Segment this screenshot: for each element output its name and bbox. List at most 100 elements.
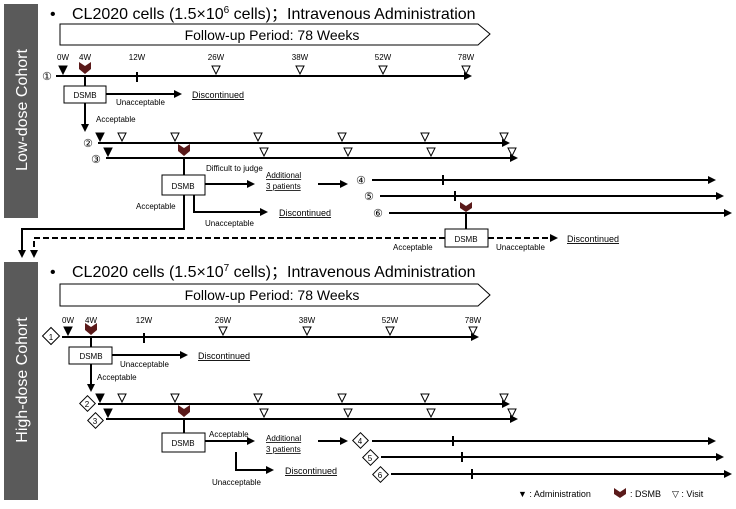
high-week-26w: 26W [215, 316, 232, 325]
transition-unacceptable: Unacceptable [496, 243, 545, 252]
low-week-38w: 38W [292, 53, 309, 62]
visit-marker [507, 147, 517, 158]
visit-marker [499, 132, 509, 143]
visit-marker [337, 393, 347, 404]
administration-marker [103, 408, 113, 419]
transition-dsmb-label: DSMB [454, 235, 477, 244]
transition-acceptable: Acceptable [393, 243, 433, 252]
high-dsmb2-discontinued: Discontinued [285, 466, 337, 476]
visit-marker [499, 393, 509, 404]
high-patient-2-marks [95, 393, 509, 404]
high-additional: Additional [266, 434, 301, 443]
high-title-exponent: 7 [224, 263, 230, 274]
high-week-78w: 78W [465, 316, 482, 325]
low-dsmb2-label: DSMB [171, 182, 194, 191]
low-patient-2-marks [95, 132, 509, 143]
low-additional: Additional [266, 171, 301, 180]
low-patient-6-dsmb-icon [460, 202, 472, 212]
high-week-12w: 12W [136, 316, 153, 325]
transition-acceptable-arrow [30, 237, 445, 258]
low-three-patients: 3 patients [266, 182, 301, 191]
transition-discontinued: Discontinued [567, 234, 619, 244]
high-patient-3-marks [103, 405, 517, 419]
visit-marker [337, 132, 347, 143]
high-patient-4-diamond [352, 432, 369, 449]
high-week-4w: 4W [85, 316, 97, 325]
low-week-0w: 0W [57, 53, 69, 62]
low-patient-4-number: ④ [356, 175, 366, 187]
high-title-suffix: cells)；Intravenous Administration [229, 264, 475, 281]
low-patient-1-number: ① [42, 71, 52, 83]
high-patient-1-number: 1 [49, 333, 54, 342]
low-patient-6-number: ⑥ [373, 208, 383, 220]
visit-marker [426, 408, 436, 419]
low-week-12w: 12W [129, 53, 146, 62]
high-dsmb2-acceptable: Acceptable [209, 430, 249, 439]
high-patient-2-diamond [79, 395, 96, 412]
visit-marker [378, 65, 388, 76]
dsmb-marker [178, 144, 190, 156]
high-patient-1-marks [63, 323, 478, 343]
low-to-high-arrow [18, 195, 185, 258]
visit-marker [507, 408, 517, 419]
low-difficult-line: Difficult to judge [206, 164, 263, 173]
administration-marker [63, 326, 73, 337]
visit-marker [170, 132, 180, 143]
low-dsmb1-unacceptable: Unacceptable [116, 98, 165, 107]
low-dsmb2-discontinued: Discontinued [279, 208, 331, 218]
dsmb-marker [178, 405, 190, 417]
high-patient-3-diamond [87, 412, 104, 429]
visit-marker [302, 326, 312, 337]
low-week-4w: 4W [79, 53, 91, 62]
dsmb-marker [85, 323, 97, 335]
high-patient-1-diamond [41, 326, 61, 346]
low-followup-label: Follow-up Period: 78 Weeks [185, 27, 360, 43]
high-title-bullet: • [50, 264, 56, 281]
high-patient-2-number: 2 [85, 400, 90, 409]
low-week-26w: 26W [208, 53, 225, 62]
low-dsmb2-acceptable: Acceptable [136, 202, 176, 211]
high-week-labels: 0W 4W 12W 26W 38W 52W 78W [62, 316, 482, 325]
low-week-78w: 78W [458, 53, 475, 62]
visit-marker [259, 408, 269, 419]
low-title-bullet: • [50, 6, 56, 23]
legend-administration: ▼ : Administration [518, 489, 591, 499]
high-patient-5-diamond [362, 449, 379, 466]
high-week-0w: 0W [62, 316, 74, 325]
visit-marker [218, 326, 228, 337]
high-dsmb1-unacceptable: Unacceptable [120, 360, 169, 369]
low-patient-1-marks [58, 62, 471, 82]
visit-marker [117, 132, 127, 143]
visit-marker [211, 65, 221, 76]
low-patient-5-number: ⑤ [364, 191, 374, 203]
administration-marker [58, 65, 68, 76]
high-followup-arrow [59, 283, 491, 307]
high-dsmb2-label: DSMB [171, 439, 194, 448]
low-patient-2-number: ② [83, 138, 93, 150]
legend-visit: ▽ : Visit [672, 489, 704, 499]
high-dsmb1-label: DSMB [79, 352, 102, 361]
high-dsmb1-acceptable: Acceptable [97, 373, 137, 382]
high-cohort-panel [4, 262, 38, 500]
high-patient-5-number: 5 [368, 454, 373, 463]
visit-marker [426, 147, 436, 158]
low-dsmb2-unacceptable-arrow [193, 195, 268, 216]
high-dsmb2-box [161, 432, 206, 453]
high-three-patients: 3 patients [266, 445, 301, 454]
low-dsmb1-acceptable: Acceptable [96, 115, 136, 124]
high-dsmb1-discontinued: Discontinued [198, 351, 250, 361]
visit-marker [253, 393, 263, 404]
low-title-suffix: cells)；Intravenous Administration [229, 6, 475, 23]
low-difficult-to-judge: Difficult to judge [206, 164, 263, 173]
legend-dsmb-icon [614, 488, 626, 498]
visit-marker [343, 147, 353, 158]
visit-marker [385, 326, 395, 337]
low-week-52w: 52W [375, 53, 392, 62]
visit-marker [461, 65, 471, 76]
high-patient-3-number: 3 [93, 417, 98, 426]
dsmb-marker [79, 62, 91, 74]
low-dsmb2-unacceptable: Unacceptable [205, 219, 254, 228]
high-cohort-label: High-dose Cohort [14, 317, 31, 443]
